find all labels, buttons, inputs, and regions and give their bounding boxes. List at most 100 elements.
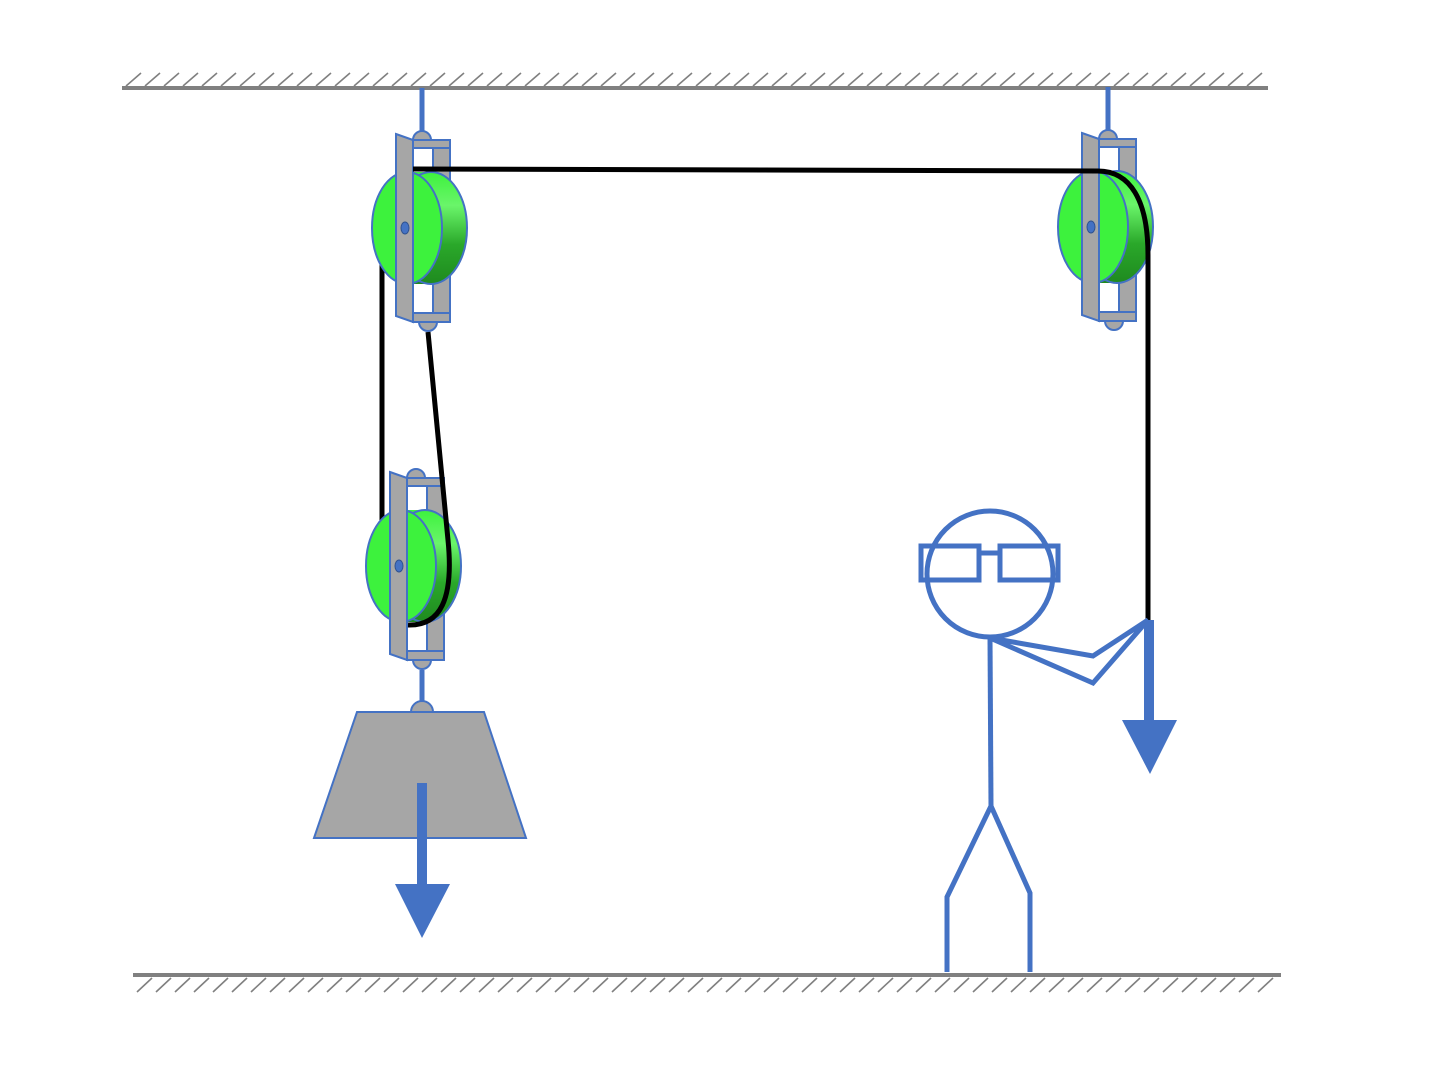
hook-ring-top [405, 468, 427, 479]
hatch-mark [687, 977, 704, 993]
hatch-mark [980, 72, 997, 87]
hatch-mark [372, 72, 389, 87]
hatch-mark [1067, 977, 1084, 993]
hatch-mark [999, 72, 1016, 87]
hatch-mark [1037, 72, 1054, 87]
hatch-mark [801, 977, 818, 993]
hatch-mark [771, 72, 788, 87]
hatch-mark [383, 977, 400, 993]
hatch-mark [668, 977, 685, 993]
hatch-mark [535, 977, 552, 993]
hatch-mark [733, 72, 750, 87]
hatch-mark [258, 72, 275, 87]
hatch-mark [155, 977, 172, 993]
hatch-mark [573, 977, 590, 993]
hatch-mark [676, 72, 693, 87]
pull-force-arrowhead [1122, 720, 1177, 774]
hatch-mark [429, 72, 446, 87]
hatch-mark [1246, 72, 1263, 87]
hatch-mark [934, 977, 951, 993]
hatch-mark [440, 977, 457, 993]
frame-bottom-plate [1098, 311, 1137, 322]
hatch-mark [592, 977, 609, 993]
hatch-mark [562, 72, 579, 87]
hatch-mark [1132, 72, 1149, 87]
hatch-mark [1257, 977, 1274, 993]
hatch-mark [725, 977, 742, 993]
hatch-mark [706, 977, 723, 993]
hatch-mark [649, 977, 666, 993]
rope-front [407, 166, 1151, 628]
hatch-mark [1181, 977, 1198, 993]
hook-ring-bottom [411, 659, 433, 670]
person-head [924, 508, 1056, 640]
hatch-mark [858, 977, 875, 993]
hatch-mark [524, 72, 541, 87]
hatch-mark [657, 72, 674, 87]
hook-ring-top [411, 130, 433, 141]
hatch-mark [174, 977, 191, 993]
frame-bottom-plate [412, 312, 451, 323]
frame-top-plate [1098, 138, 1137, 148]
hatch-mark [638, 72, 655, 87]
hatch-mark [269, 977, 286, 993]
person-body [987, 636, 994, 807]
hatch-mark [1208, 72, 1225, 87]
hatch-mark [326, 977, 343, 993]
hatch-mark [163, 72, 180, 87]
hatch-mark [915, 977, 932, 993]
person-legs [944, 800, 1033, 972]
frame-top-plate [412, 139, 451, 149]
hatch-mark [478, 977, 495, 993]
weight-force-arrowhead [395, 884, 450, 938]
hook-ring-bottom [417, 321, 439, 332]
hatch-mark [1010, 977, 1027, 993]
hatch-mark [250, 977, 267, 993]
hatch-mark [1238, 977, 1255, 993]
frame-bottom-plate [406, 650, 445, 661]
hatch-mark [345, 977, 362, 993]
hatch-mark [1151, 72, 1168, 87]
hatch-mark [307, 977, 324, 993]
hatch-mark [391, 72, 408, 87]
hatch-mark [790, 72, 807, 87]
hatch-mark [220, 72, 237, 87]
hatch-mark [1124, 977, 1141, 993]
hatch-mark [1113, 72, 1130, 87]
hatch-mark [820, 977, 837, 993]
hatch-mark [421, 977, 438, 993]
fixed-pulley-left [371, 88, 468, 332]
hatch-mark [877, 977, 894, 993]
hatch-mark [296, 72, 313, 87]
hatch-mark [1056, 72, 1073, 87]
hatch-mark [953, 977, 970, 993]
hatch-mark [763, 977, 780, 993]
hatch-mark [581, 72, 598, 87]
weight-load [312, 670, 528, 938]
hatch-mark [809, 72, 826, 87]
hatch-mark [497, 977, 514, 993]
hatch-mark [714, 72, 731, 87]
hatch-mark [961, 72, 978, 87]
hatch-mark [1189, 72, 1206, 87]
hatch-mark [1162, 977, 1179, 993]
floor-support [133, 973, 1281, 993]
hatch-mark [619, 72, 636, 87]
person-arm [988, 617, 1150, 687]
hatch-mark [486, 72, 503, 87]
hatch-mark [611, 977, 628, 993]
hatch-mark [828, 72, 845, 87]
hatch-mark [839, 977, 856, 993]
hatch-mark [231, 977, 248, 993]
hook-ring-bottom [1103, 320, 1125, 331]
axle-icon [400, 221, 410, 235]
hatch-mark [1075, 72, 1092, 87]
hatch-mark [695, 72, 712, 87]
hatch-mark [782, 977, 799, 993]
frame-top-plate [406, 477, 445, 487]
hatch-mark [144, 72, 161, 87]
hatch-mark [942, 72, 959, 87]
fixed-pulley-right [1057, 87, 1154, 331]
hatch-mark [212, 977, 229, 993]
